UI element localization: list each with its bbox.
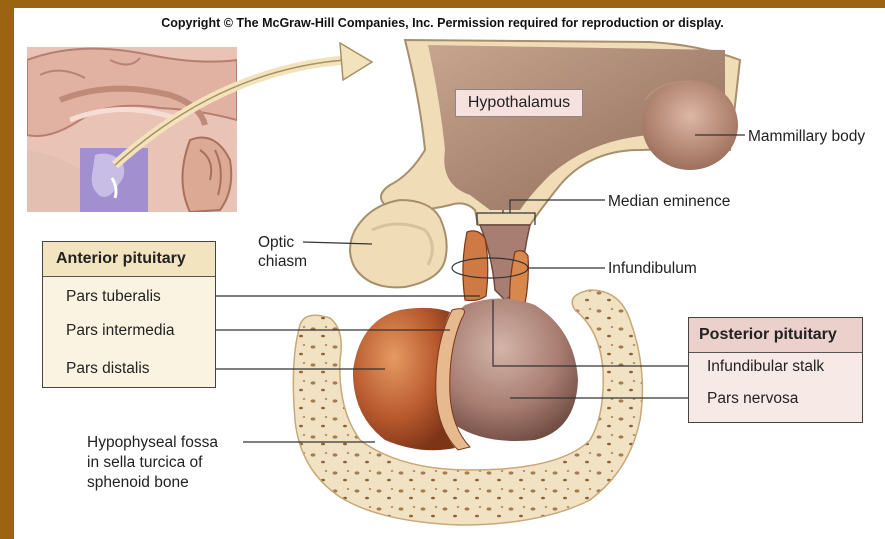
anterior-pituitary-title: Anterior pituitary <box>43 242 215 277</box>
copyright-notice: Copyright © The McGraw-Hill Companies, I… <box>0 16 885 30</box>
mammillary-body <box>642 80 738 170</box>
pituitary-gland <box>353 299 578 451</box>
fossa-label-line2: in sella turcica of <box>87 453 202 472</box>
pars-tuberalis-label: Pars tuberalis <box>66 287 161 306</box>
posterior-pituitary-title: Posterior pituitary <box>689 318 862 353</box>
infundibulum-label: Infundibulum <box>608 259 697 278</box>
mammillary-body-label: Mammillary body <box>748 127 865 146</box>
fossa-label-line3: sphenoid bone <box>87 473 189 492</box>
median-eminence-label: Median eminence <box>608 192 730 211</box>
optic-chiasm-label-line2: chiasm <box>258 252 307 271</box>
pars-distalis-label: Pars distalis <box>66 359 150 378</box>
hypothalamus-label: Hypothalamus <box>455 89 583 117</box>
optic-chiasm-label-line1: Optic <box>258 233 294 252</box>
fossa-label-line1: Hypophyseal fossa <box>87 433 218 452</box>
infundibular-stalk-label: Infundibular stalk <box>707 357 824 376</box>
pars-tuberalis-left <box>463 231 488 301</box>
brain-inset <box>27 47 237 212</box>
zoom-arrowhead <box>340 43 372 80</box>
pars-intermedia-label: Pars intermedia <box>66 321 175 340</box>
pars-nervosa-label: Pars nervosa <box>707 389 798 408</box>
